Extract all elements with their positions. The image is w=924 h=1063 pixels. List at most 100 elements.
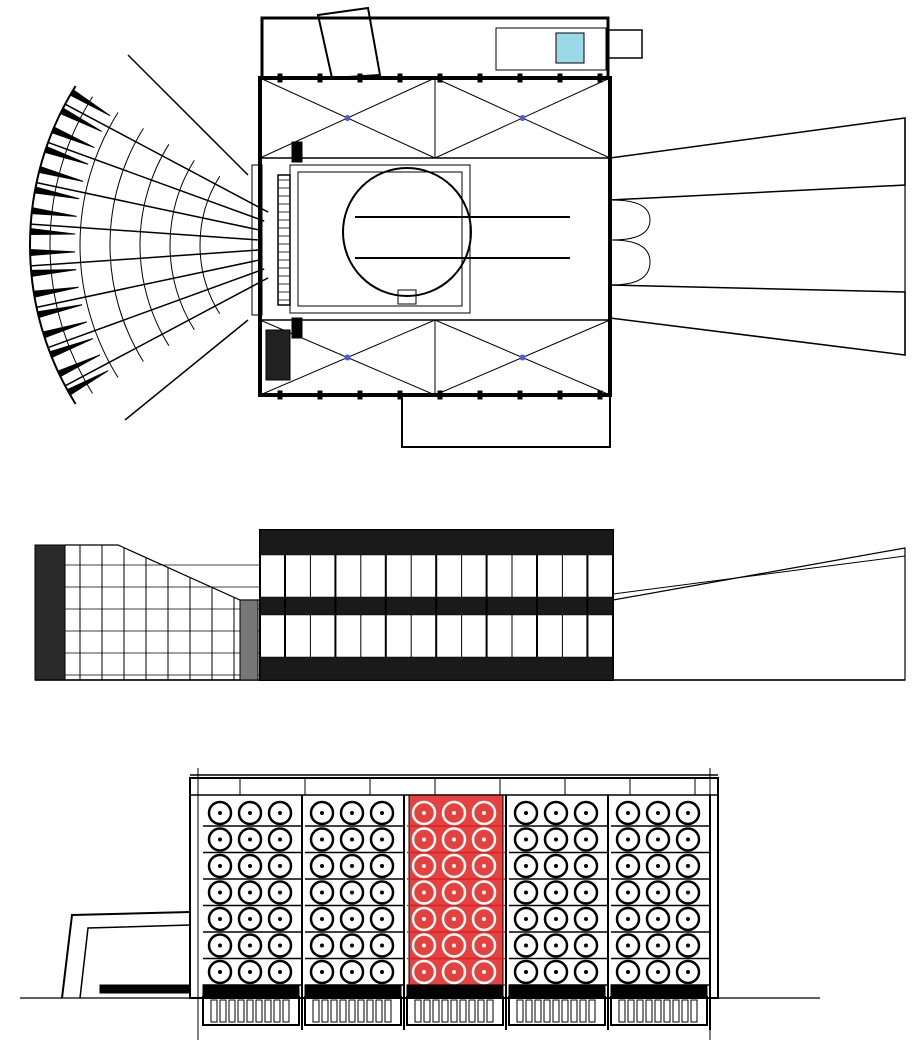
base-band [610, 984, 708, 998]
fan-rib [30, 223, 261, 241]
vent-center [554, 917, 558, 921]
fin-block [34, 544, 66, 681]
fan-fin [66, 370, 109, 396]
vent-center [278, 943, 282, 948]
vent-center [320, 970, 324, 974]
fan-rib [47, 141, 265, 222]
base-slat [588, 999, 596, 1023]
fan-fin [42, 321, 88, 339]
vent-unit [411, 906, 437, 932]
vent-center [524, 917, 528, 921]
vent-center [482, 837, 486, 842]
base-frame [508, 996, 606, 1026]
base-slat [366, 999, 374, 1023]
vent-center [584, 890, 588, 895]
base-frame [202, 996, 300, 1026]
base-slat [450, 999, 458, 1023]
vent-center [656, 917, 660, 921]
base-slat [579, 999, 587, 1023]
vent-center [350, 943, 354, 948]
vent-center [248, 890, 252, 895]
fan-arc [169, 159, 195, 331]
vent-unit [471, 827, 497, 852]
vent-center [278, 917, 282, 921]
base-frame [406, 996, 504, 1026]
column-block [291, 141, 303, 163]
base-slat [477, 999, 485, 1023]
base-slat [219, 999, 227, 1023]
fan-connector [251, 164, 263, 316]
vent-center [554, 890, 558, 895]
fan-fin [48, 338, 94, 359]
vent-center [626, 864, 630, 868]
door-swings [611, 199, 651, 286]
vent-center [584, 837, 588, 842]
fan-rib [36, 181, 262, 232]
base-slat [237, 999, 245, 1023]
base-slat [672, 999, 680, 1023]
vent-center [218, 943, 222, 948]
right-wing [612, 547, 906, 681]
vent-center [380, 864, 384, 868]
vent-center [218, 837, 222, 842]
vent-unit [411, 827, 437, 852]
vent-unit [411, 880, 437, 905]
column-stud [277, 390, 283, 400]
base-slat [348, 999, 356, 1023]
vent-unit [441, 827, 467, 852]
left-annex-inner [79, 924, 191, 999]
column-stud [357, 390, 363, 400]
vent-unit [471, 959, 497, 985]
vent-center [218, 811, 222, 815]
vent-center [452, 837, 456, 842]
vent-center [350, 970, 354, 974]
vent-center [350, 917, 354, 921]
vent-center [656, 837, 660, 842]
base-slat [312, 999, 320, 1023]
base-slat [375, 999, 383, 1023]
vent-center [584, 943, 588, 948]
stair-left [277, 174, 291, 306]
base-slat [570, 999, 578, 1023]
vent-center [380, 943, 384, 948]
column-stud [277, 73, 283, 83]
vent-center [686, 970, 690, 974]
base-slat [282, 999, 290, 1023]
base-slat [255, 999, 263, 1023]
base-slat [534, 999, 542, 1023]
vent-center [452, 890, 456, 895]
base-band [202, 984, 300, 998]
fan-rib [47, 268, 265, 349]
vent-center [380, 811, 384, 815]
vent-center [350, 864, 354, 868]
vent-center [320, 864, 324, 868]
vent-center [452, 917, 456, 921]
dark-band [259, 529, 614, 556]
base-slat [273, 999, 281, 1023]
fan-fin [59, 107, 102, 132]
vent-center [626, 943, 630, 948]
base-slat [654, 999, 662, 1023]
vent-center [248, 837, 252, 842]
fan-fin [69, 89, 111, 117]
vent-center [248, 811, 252, 815]
vent-center [278, 970, 282, 974]
vent-center [524, 890, 528, 895]
vent-unit [441, 800, 467, 826]
vent-center [350, 837, 354, 842]
base-band [508, 984, 606, 998]
floor-plan [29, 6, 906, 448]
vent-center [686, 890, 690, 895]
vent-unit [411, 933, 437, 958]
base-slat [543, 999, 551, 1023]
vent-center [320, 837, 324, 842]
vent-center [380, 890, 384, 895]
vent-center [524, 943, 528, 948]
column-stud [397, 73, 403, 83]
vent-center [380, 917, 384, 921]
vent-center [380, 970, 384, 974]
base-slat [432, 999, 440, 1023]
service-room [495, 27, 607, 71]
vent-center [482, 811, 486, 815]
base-slat [681, 999, 689, 1023]
